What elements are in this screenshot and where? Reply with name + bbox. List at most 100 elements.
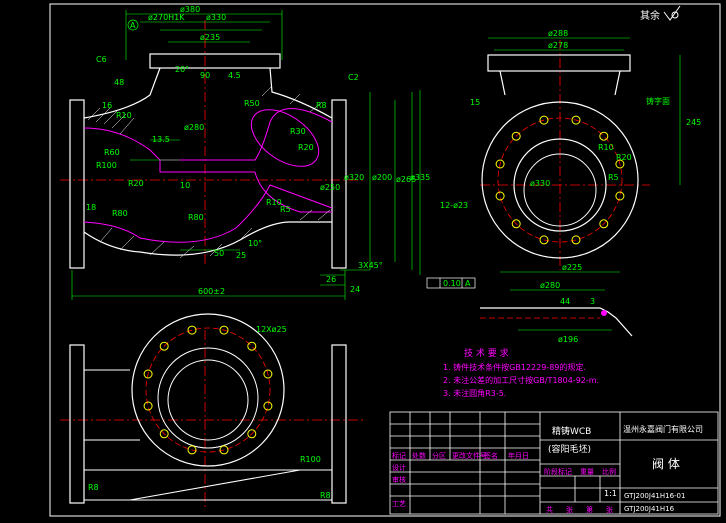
side-view: ø288 ø278 245 15 R10 R20 R5 12-ø23 ø330 …	[440, 29, 701, 270]
svg-text:ø196: ø196	[558, 335, 578, 344]
svg-text:R80: R80	[188, 213, 204, 222]
svg-text:ø235: ø235	[200, 33, 220, 42]
svg-text:R30: R30	[290, 127, 306, 136]
svg-text:R60: R60	[104, 148, 120, 157]
svg-text:R10: R10	[266, 198, 282, 207]
bolt-holes-bottom	[143, 325, 273, 455]
svg-text:R20: R20	[298, 143, 314, 152]
detail-view: 0.10 A ø225 ø280 ø196 44 3	[426, 263, 633, 344]
svg-text:26: 26	[326, 275, 336, 284]
svg-text:R100: R100	[300, 455, 321, 464]
svg-text:ø280: ø280	[540, 281, 560, 290]
svg-text:16: 16	[102, 101, 112, 110]
svg-text:技 术 要 求: 技 术 要 求	[464, 347, 509, 359]
svg-text:3: 3	[590, 297, 595, 306]
bolt-hole	[187, 325, 197, 335]
svg-text:C2: C2	[348, 73, 359, 82]
svg-text:R50: R50	[244, 99, 260, 108]
svg-text:ø280: ø280	[184, 123, 204, 132]
svg-text:R8: R8	[320, 491, 331, 500]
drawing-number-2: GTJ200J41H16	[624, 505, 675, 513]
svg-text:20°: 20°	[175, 65, 189, 74]
bolt-hole	[219, 325, 229, 335]
svg-text:R100: R100	[96, 161, 117, 170]
bolt-hole	[247, 429, 257, 439]
svg-text:张: 张	[606, 505, 613, 514]
material-label: 精铸WCB	[552, 425, 591, 437]
svg-text:0.10: 0.10	[443, 279, 461, 288]
svg-text:44: 44	[560, 297, 570, 306]
bolt-hole	[571, 235, 581, 245]
svg-text:工艺: 工艺	[392, 500, 406, 508]
svg-text:R5: R5	[280, 205, 291, 214]
bolt-hole	[599, 219, 609, 229]
svg-text:共: 共	[546, 505, 553, 514]
svg-text:R20: R20	[128, 179, 144, 188]
svg-text:18: 18	[86, 203, 96, 212]
svg-text:ø330: ø330	[530, 179, 550, 188]
svg-text:ø200: ø200	[372, 173, 392, 182]
svg-text:设计: 设计	[392, 463, 406, 472]
svg-text:R8: R8	[88, 483, 99, 492]
bolt-holes	[495, 115, 625, 245]
svg-text:10: 10	[180, 181, 190, 190]
svg-text:12-ø23: 12-ø23	[440, 201, 468, 210]
scale: 1:1	[604, 489, 617, 498]
svg-text:标记: 标记	[392, 451, 406, 460]
svg-text:ø320: ø320	[344, 173, 364, 182]
bolt-hole	[495, 191, 505, 201]
svg-text:A: A	[465, 279, 471, 288]
bolt-hole	[599, 131, 609, 141]
svg-text:R20: R20	[616, 153, 632, 162]
bolt-hole	[263, 369, 273, 379]
svg-text:3. 未注圆角R3-5.: 3. 未注圆角R3-5.	[443, 388, 506, 398]
svg-text:审核: 审核	[392, 475, 406, 484]
bolt-hole	[143, 369, 153, 379]
svg-text:C6: C6	[96, 55, 107, 64]
svg-text:90: 90	[200, 71, 210, 80]
svg-text:第: 第	[586, 505, 593, 514]
roughness-symbol-icon	[663, 5, 681, 21]
bolt-hole	[187, 445, 197, 455]
svg-text:ø335: ø335	[410, 173, 430, 182]
bolt-hole	[247, 341, 257, 351]
svg-text:比例: 比例	[602, 467, 616, 476]
svg-text:A: A	[130, 21, 136, 30]
svg-text:分区: 分区	[432, 451, 446, 460]
svg-text:处数: 处数	[412, 451, 426, 460]
svg-text:3X45°: 3X45°	[358, 261, 383, 270]
bolt-hole	[511, 219, 521, 229]
svg-text:R8: R8	[316, 101, 327, 110]
svg-text:15: 15	[470, 98, 480, 107]
svg-text:ø278: ø278	[548, 41, 568, 50]
bolt-hole	[539, 115, 549, 125]
svg-text:签名: 签名	[484, 451, 498, 460]
svg-text:阶段标记: 阶段标记	[544, 467, 572, 476]
svg-text:245: 245	[686, 118, 701, 127]
svg-text:ø380: ø380	[180, 5, 200, 14]
svg-text:年月日: 年月日	[508, 451, 529, 460]
svg-text:ø288: ø288	[548, 29, 568, 38]
svg-text:1. 铸件技术条件按GB12229-89的规定.: 1. 铸件技术条件按GB12229-89的规定.	[443, 362, 586, 372]
svg-text:24: 24	[350, 285, 360, 294]
bolt-hole	[495, 159, 505, 169]
svg-text:重量: 重量	[580, 468, 594, 476]
svg-text:4.5: 4.5	[228, 71, 241, 80]
svg-text:13.5: 13.5	[152, 135, 170, 144]
svg-text:R10: R10	[116, 111, 132, 120]
bolt-hole	[159, 341, 169, 351]
svg-text:ø225: ø225	[562, 263, 582, 272]
bolt-hole	[539, 235, 549, 245]
svg-text:ø270H1K: ø270H1K	[148, 13, 185, 22]
svg-text:50: 50	[214, 249, 224, 258]
drawing-number: GTJ200J41H16-01	[624, 492, 685, 500]
title-block	[389, 411, 719, 515]
svg-text:R80: R80	[112, 209, 128, 218]
bolt-hole	[511, 131, 521, 141]
front-view: A ø380 ø330 ø270H1K ø235 C6 20° 90 4.5 4…	[60, 5, 430, 300]
datum-a-symbol: A	[127, 19, 139, 31]
bolt-hole	[219, 445, 229, 455]
svg-text:600±2: 600±2	[198, 287, 225, 296]
svg-text:张: 张	[566, 505, 573, 514]
